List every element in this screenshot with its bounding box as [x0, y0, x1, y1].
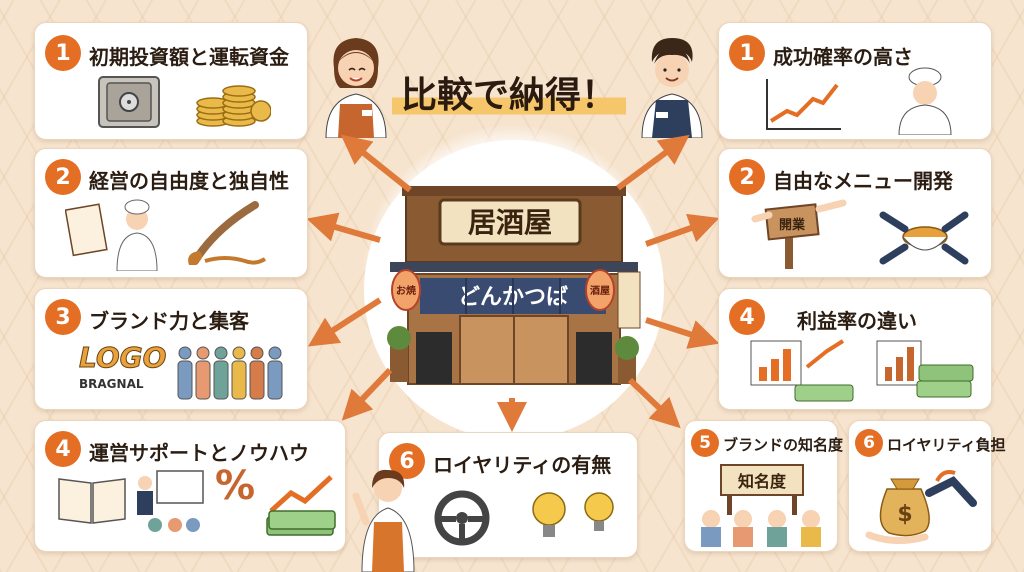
percent-icon: % [215, 463, 256, 509]
right-card-profit-margin[interactable]: 4 利益率の違い [718, 288, 992, 410]
right-card-brand-awareness[interactable]: 5 ブランドの知名度 知名度 [684, 420, 843, 552]
paintbrush-icon [188, 201, 267, 265]
card-title: ブランドの知名度 [723, 436, 844, 454]
lightbulb-icon [532, 492, 614, 537]
opening-sign-text: 開業 [779, 217, 806, 233]
card-number-badge: 4 [729, 299, 765, 335]
card-number-badge: 5 [691, 429, 719, 457]
safe-icon [98, 76, 160, 128]
left-card-operation-support[interactable]: 4 運営サポートとノウハウ % [34, 420, 346, 552]
chef-icon [898, 67, 952, 135]
lantern-left-text: お焼 [396, 284, 416, 297]
logo-mark: LOGO [78, 341, 167, 375]
logo-brand-name: BRAGNAL [79, 377, 144, 391]
page-title: 比較で納得！ [392, 64, 626, 120]
card-number-badge: 2 [45, 159, 81, 195]
bar-chart-money-icon [876, 340, 974, 398]
money-bag-symbol: $ [897, 502, 912, 527]
shop-sign-text: 居酒屋 [468, 206, 552, 239]
awareness-sign-people-icon: 知名度 [701, 464, 821, 547]
card-number-badge: 2 [729, 159, 765, 195]
opening-sign-icon: 開業 [751, 199, 847, 269]
right-card-royalty-burden[interactable]: 6 ロイヤリティ負担 $ [848, 420, 1006, 552]
shared-dish-icon [879, 211, 969, 265]
awareness-sign-text: 知名度 [738, 472, 787, 491]
card-title: 経営の自由度と独自性 [89, 169, 289, 193]
waving-woman-illustration [352, 469, 415, 572]
chef-menu-icon [65, 199, 158, 271]
growth-chart-icon [766, 79, 841, 130]
izakaya-shop-illustration: 居酒屋 どんかつば お焼 酒屋 [387, 186, 641, 385]
card-number-badge: 6 [389, 443, 425, 479]
card-number-badge: 6 [855, 429, 883, 457]
right-card-success-rate[interactable]: 1 成功確率の高さ [718, 22, 992, 140]
left-card-management-freedom[interactable]: 2 経営の自由度と独自性 [34, 148, 308, 278]
card-title: ロイヤリティ負担 [887, 436, 1006, 454]
card-number-badge: 1 [45, 35, 81, 71]
left-card-initial-investment[interactable]: 1 初期投資額と運転資金 [34, 22, 308, 140]
left-card-brand-power[interactable]: 3 ブランド力と集客 LOGO BRAGNAL [34, 288, 308, 410]
woman-staff-illustration [325, 38, 387, 138]
steering-wheel-icon [434, 490, 490, 546]
card-title: ブランド力と集客 [89, 309, 249, 333]
card-number-badge: 4 [45, 431, 81, 467]
card-title: 成功確率の高さ [773, 45, 913, 69]
card-title: 初期投資額と運転資金 [89, 45, 289, 69]
man-staff-illustration [641, 38, 703, 138]
coins-icon [196, 85, 271, 127]
cash-growth-icon [266, 475, 336, 536]
card-title: ロイヤリティの有無 [433, 453, 612, 477]
center-card-royalty[interactable]: 6 ロイヤリティの有無 [378, 432, 638, 558]
card-number-badge: 3 [45, 299, 81, 335]
profit-chart-money-icon [750, 339, 854, 402]
manual-book-icon [58, 478, 126, 524]
card-title: 運営サポートとノウハウ [89, 441, 309, 465]
lantern-right-text: 酒屋 [590, 284, 610, 297]
card-title: 自由なメニュー開発 [773, 169, 953, 193]
money-bag-hand-icon: $ [865, 470, 977, 544]
crowd-icon [177, 346, 283, 400]
card-title: 利益率の違い [797, 309, 917, 333]
card-number-badge: 1 [729, 35, 765, 71]
training-presentation-icon [137, 470, 204, 532]
right-card-menu-development[interactable]: 2 自由なメニュー開発 開業 [718, 148, 992, 278]
